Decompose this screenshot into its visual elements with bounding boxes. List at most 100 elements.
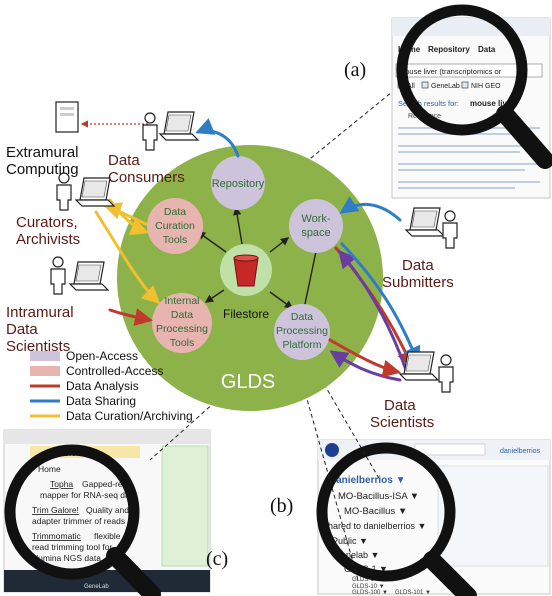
panel-a-tab-data[interactable]: Data [478,45,496,54]
scientists-label-1: Data [384,397,416,414]
workspace-node[interactable] [289,199,343,253]
scientists-label-2: Scientists [370,414,434,431]
panel-c-screenshot: Reference Home Topha Gapped-read mapper … [3,429,211,596]
submitters-to-workspace-arrow [339,196,402,222]
workspace-label-2: space [301,227,330,239]
panel-b-tree-10[interactable]: GLDS-101 ▼ [395,590,431,596]
panel-c-tool-2-desc-2: read trimming tool for [32,542,112,552]
curator-person-icon [56,172,72,211]
consumers-label-1: Data [108,152,140,169]
panel-a-results-prefix: Search results for: [398,99,459,108]
panel-c-label: (c) [206,548,228,570]
panel-c-magnifier-handle [106,547,161,596]
curation-to-curators-arrow [103,202,148,226]
panel-b-label: (b) [270,495,293,517]
platform-to-scientists-arrow [328,338,401,378]
panel-c-right-pane [161,445,209,567]
panel-a-magnifier-handle [496,105,552,169]
panel-a-results-query: mouse liver [470,99,514,108]
extramural-label-1: Extramural [6,144,79,161]
repository-to-consumers-arrow [195,118,240,158]
scientist-person-icon [438,354,454,393]
repository-node[interactable] [211,156,265,210]
panel-b-tree-5[interactable]: genelab ▼ [336,550,379,560]
internal-label-1: Internal [164,295,199,307]
panel-b-tree-7[interactable]: GLDS-1 ▼ [352,577,381,583]
intramural-label-3: Scientists [6,338,70,355]
panel-b-tree-1[interactable]: MO-Bacillus-ISA ▼ [338,491,419,502]
consumer-person-icon [142,112,158,151]
internal-tools-node[interactable] [152,293,212,353]
workspace-label-1: Work- [301,213,330,225]
panel-c-tool-0-desc-1: Gapped-read [82,479,132,489]
processing-platform-node[interactable] [274,304,330,360]
panel-a-filter-genelab-checkbox[interactable] [421,81,429,89]
panel-c-tool-2-name[interactable]: Trimmomatic [32,531,82,541]
legend-label-sharing: Data Sharing [66,394,136,408]
curation-label-1: Data [164,206,186,218]
panel-a-search-value: mouse liver (transcriptomics or [399,67,502,76]
panel-b-user[interactable]: danielberrios [500,448,541,455]
panel-b-tree-9[interactable]: GLDS-100 ▼ [352,590,388,596]
curator-laptop-icon [75,177,115,207]
panel-c-magnifier-lens [4,444,140,580]
panel-a-label: (a) [344,59,366,81]
curation-label-2: Curation [155,220,195,232]
panel-b-searchbox[interactable] [414,443,486,456]
panel-b-tree-8[interactable]: GLDS-10 ▼ [352,584,385,590]
panel-c-tool-1-desc-2: adapter trimmer of reads [32,516,125,526]
submitter-person-icon [442,210,458,249]
bucket-icon [233,257,259,287]
scientists-to-platform-arrow [329,350,402,382]
panel-b-magnifier-handle [423,551,477,596]
workspace-scientists-purple-arrow [338,249,408,372]
internal-label-2: Data [171,309,193,321]
curators-label-2: Archivists [16,231,80,248]
panel-c-footer-brand: GeneLab [84,584,109,590]
submitters-label-1: Data [402,257,434,274]
nasa-logo [325,443,339,457]
legend-label-curation: Data Curation/Archiving [66,409,193,423]
submitter-laptop-icon [405,207,445,237]
legend-swatch-controlled-access [30,366,60,376]
panel-a-search-input[interactable] [395,63,543,78]
panel-c-tool-2-desc-3: Illumina NGS data [32,553,101,563]
workspace-scientists-blue-arrow [340,242,421,365]
platform-label-1: Data [291,311,313,323]
curators-to-internal-arrow [94,210,161,305]
panel-b-screenshot: danielberrios danielberrios ▼ MO-Bacillu… [316,439,551,596]
submitters-label-2: Submitters [382,274,454,291]
platform-label-3: Platform [282,339,321,351]
panel-c-home[interactable]: Home [38,464,61,474]
panel-c-topbar [4,430,210,444]
panel-c-tool-0-name[interactable]: Topha [50,479,73,489]
curators-label-1: Curators, [16,214,78,231]
internal-label-4: Tools [170,337,195,349]
panel-b-tree-4[interactable]: Public ▼ [332,536,368,546]
curation-label-3: Tools [163,234,188,246]
panel-a-magnifier-lens [396,4,528,136]
panel-b-tree-3[interactable]: Shared to danielberrios ▼ [322,521,426,531]
panel-c-tool-1-name[interactable]: Trim Galore! [32,505,79,515]
extramural-computer-icon [55,101,79,133]
panel-a-filter-all-label: All [407,83,415,90]
consumers-label-2: Consumers [108,169,185,186]
panel-a-filter-nih-checkbox[interactable] [461,81,469,89]
panel-c-tool-0-desc-2: mapper for RNA-seq data [40,490,137,500]
curation-tools-node[interactable] [147,198,203,254]
panel-b-tree-2[interactable]: MO-Bacillus ▼ [344,506,407,517]
filestore-label: Filestore [223,307,269,321]
legend-swatch-open-access [30,351,60,361]
intramural-person-icon [50,256,66,295]
internal-label-3: Processing [156,323,208,335]
panel-a-filter-genelab-label: GeneLab [431,83,460,90]
panel-a-screenshot: Home Repository Data mouse liver (transc… [391,4,552,199]
panel-a-tab-repository[interactable]: Repository [428,45,470,54]
legend: Open-Access Controlled-Access Data Analy… [30,349,193,423]
legend-label-controlled-access: Controlled-Access [66,364,163,378]
panel-b-tree-0[interactable]: danielberrios ▼ [330,475,405,486]
panel-b-magnifier-lens [316,442,456,582]
panel-a-filter-nih-label: NIH GEO [471,83,501,90]
legend-label-open-access: Open-Access [66,349,138,363]
intramural-label-1: Intramural [6,304,74,321]
